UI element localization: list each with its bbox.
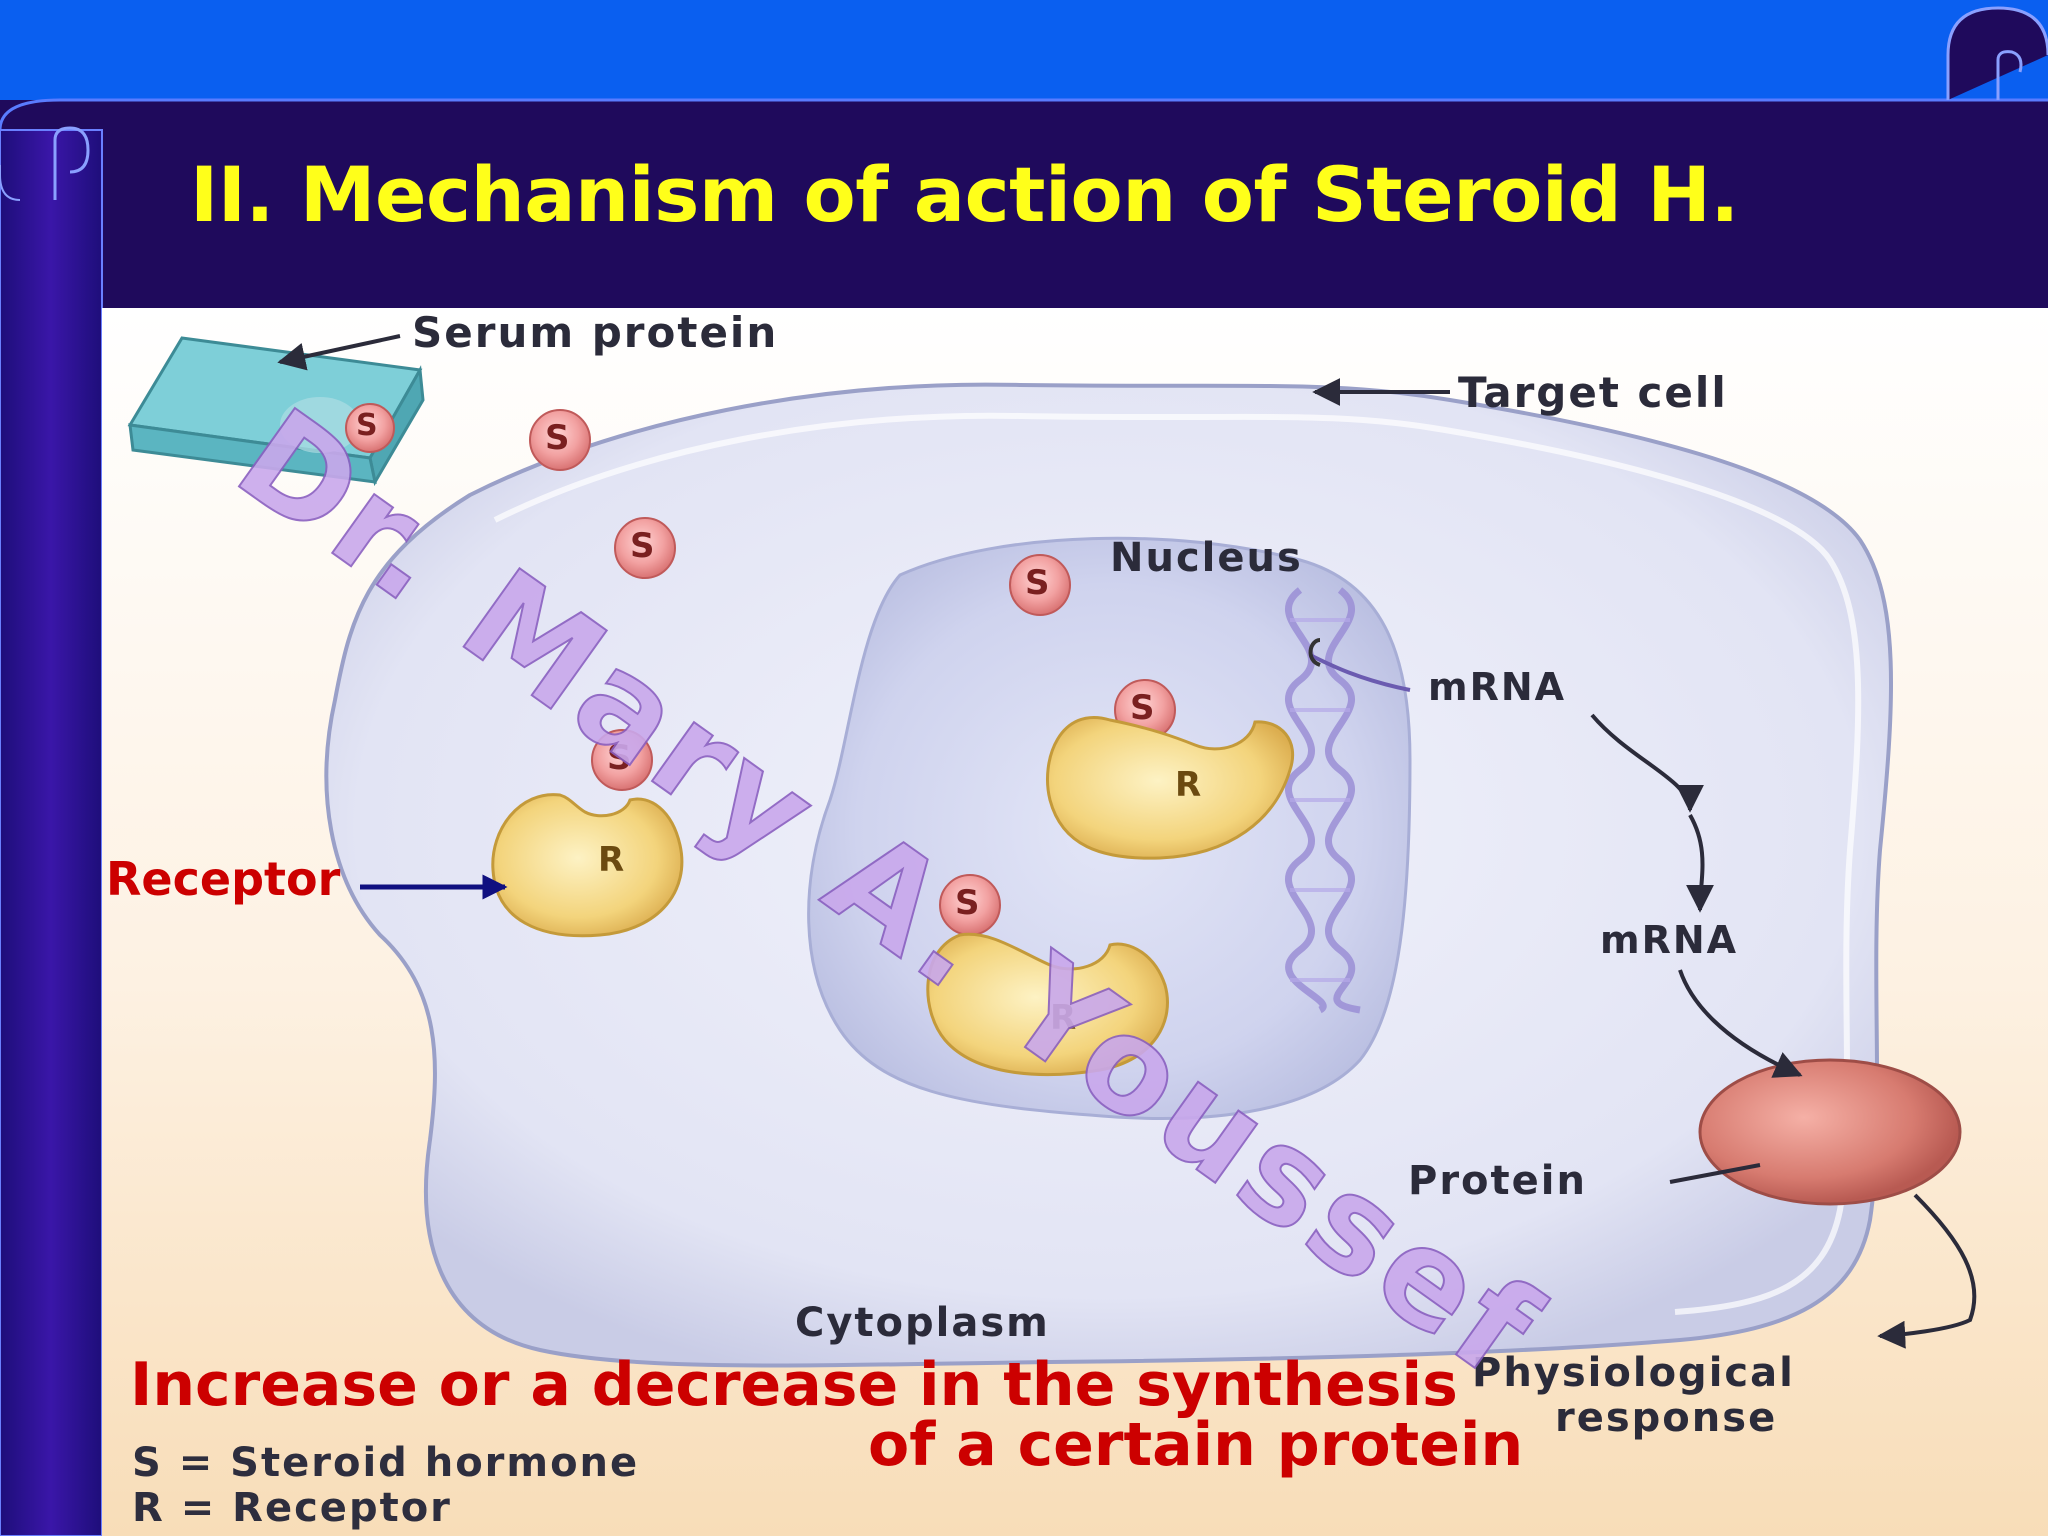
physiological-response-label-line1: Physiological [1472, 1350, 1795, 1396]
r-label: R [1175, 765, 1204, 805]
protein-molecule [1698, 1058, 1962, 1206]
legend-receptor: R = Receptor [132, 1485, 452, 1531]
mrna-cytoplasm-label: mRNA [1600, 918, 1739, 962]
s-label: S [630, 526, 657, 566]
s-label: S [545, 418, 572, 458]
receptor-annotation: Receptor [106, 852, 341, 906]
serum-protein-label: Serum protein [412, 308, 779, 357]
legend-steroid: S = Steroid hormone [132, 1440, 640, 1486]
s-label: S [955, 883, 982, 923]
mrna-nucleus-label: mRNA [1428, 665, 1567, 709]
caption-line-2: of a certain protein [868, 1410, 1524, 1480]
cytoplasm-label: Cytoplasm [795, 1300, 1050, 1346]
s-label: S [607, 738, 634, 778]
caption-line-1: Increase or a decrease in the synthesis [130, 1350, 1458, 1420]
s-label: S [1130, 688, 1157, 728]
receptors [491, 716, 1295, 1077]
r-label: R [598, 840, 627, 880]
s-label: S [1025, 563, 1052, 603]
protein-label: Protein [1408, 1158, 1587, 1204]
target-cell-label: Target cell [1458, 368, 1728, 417]
slide-title: II. Mechanism of action of Steroid H. [190, 150, 1739, 239]
physiological-response-label-line2: response [1555, 1395, 1778, 1441]
steroid-hormones [345, 403, 1176, 936]
s-label: S [356, 408, 380, 443]
r-label: R [1050, 998, 1079, 1038]
nucleus-label: Nucleus [1110, 535, 1303, 581]
